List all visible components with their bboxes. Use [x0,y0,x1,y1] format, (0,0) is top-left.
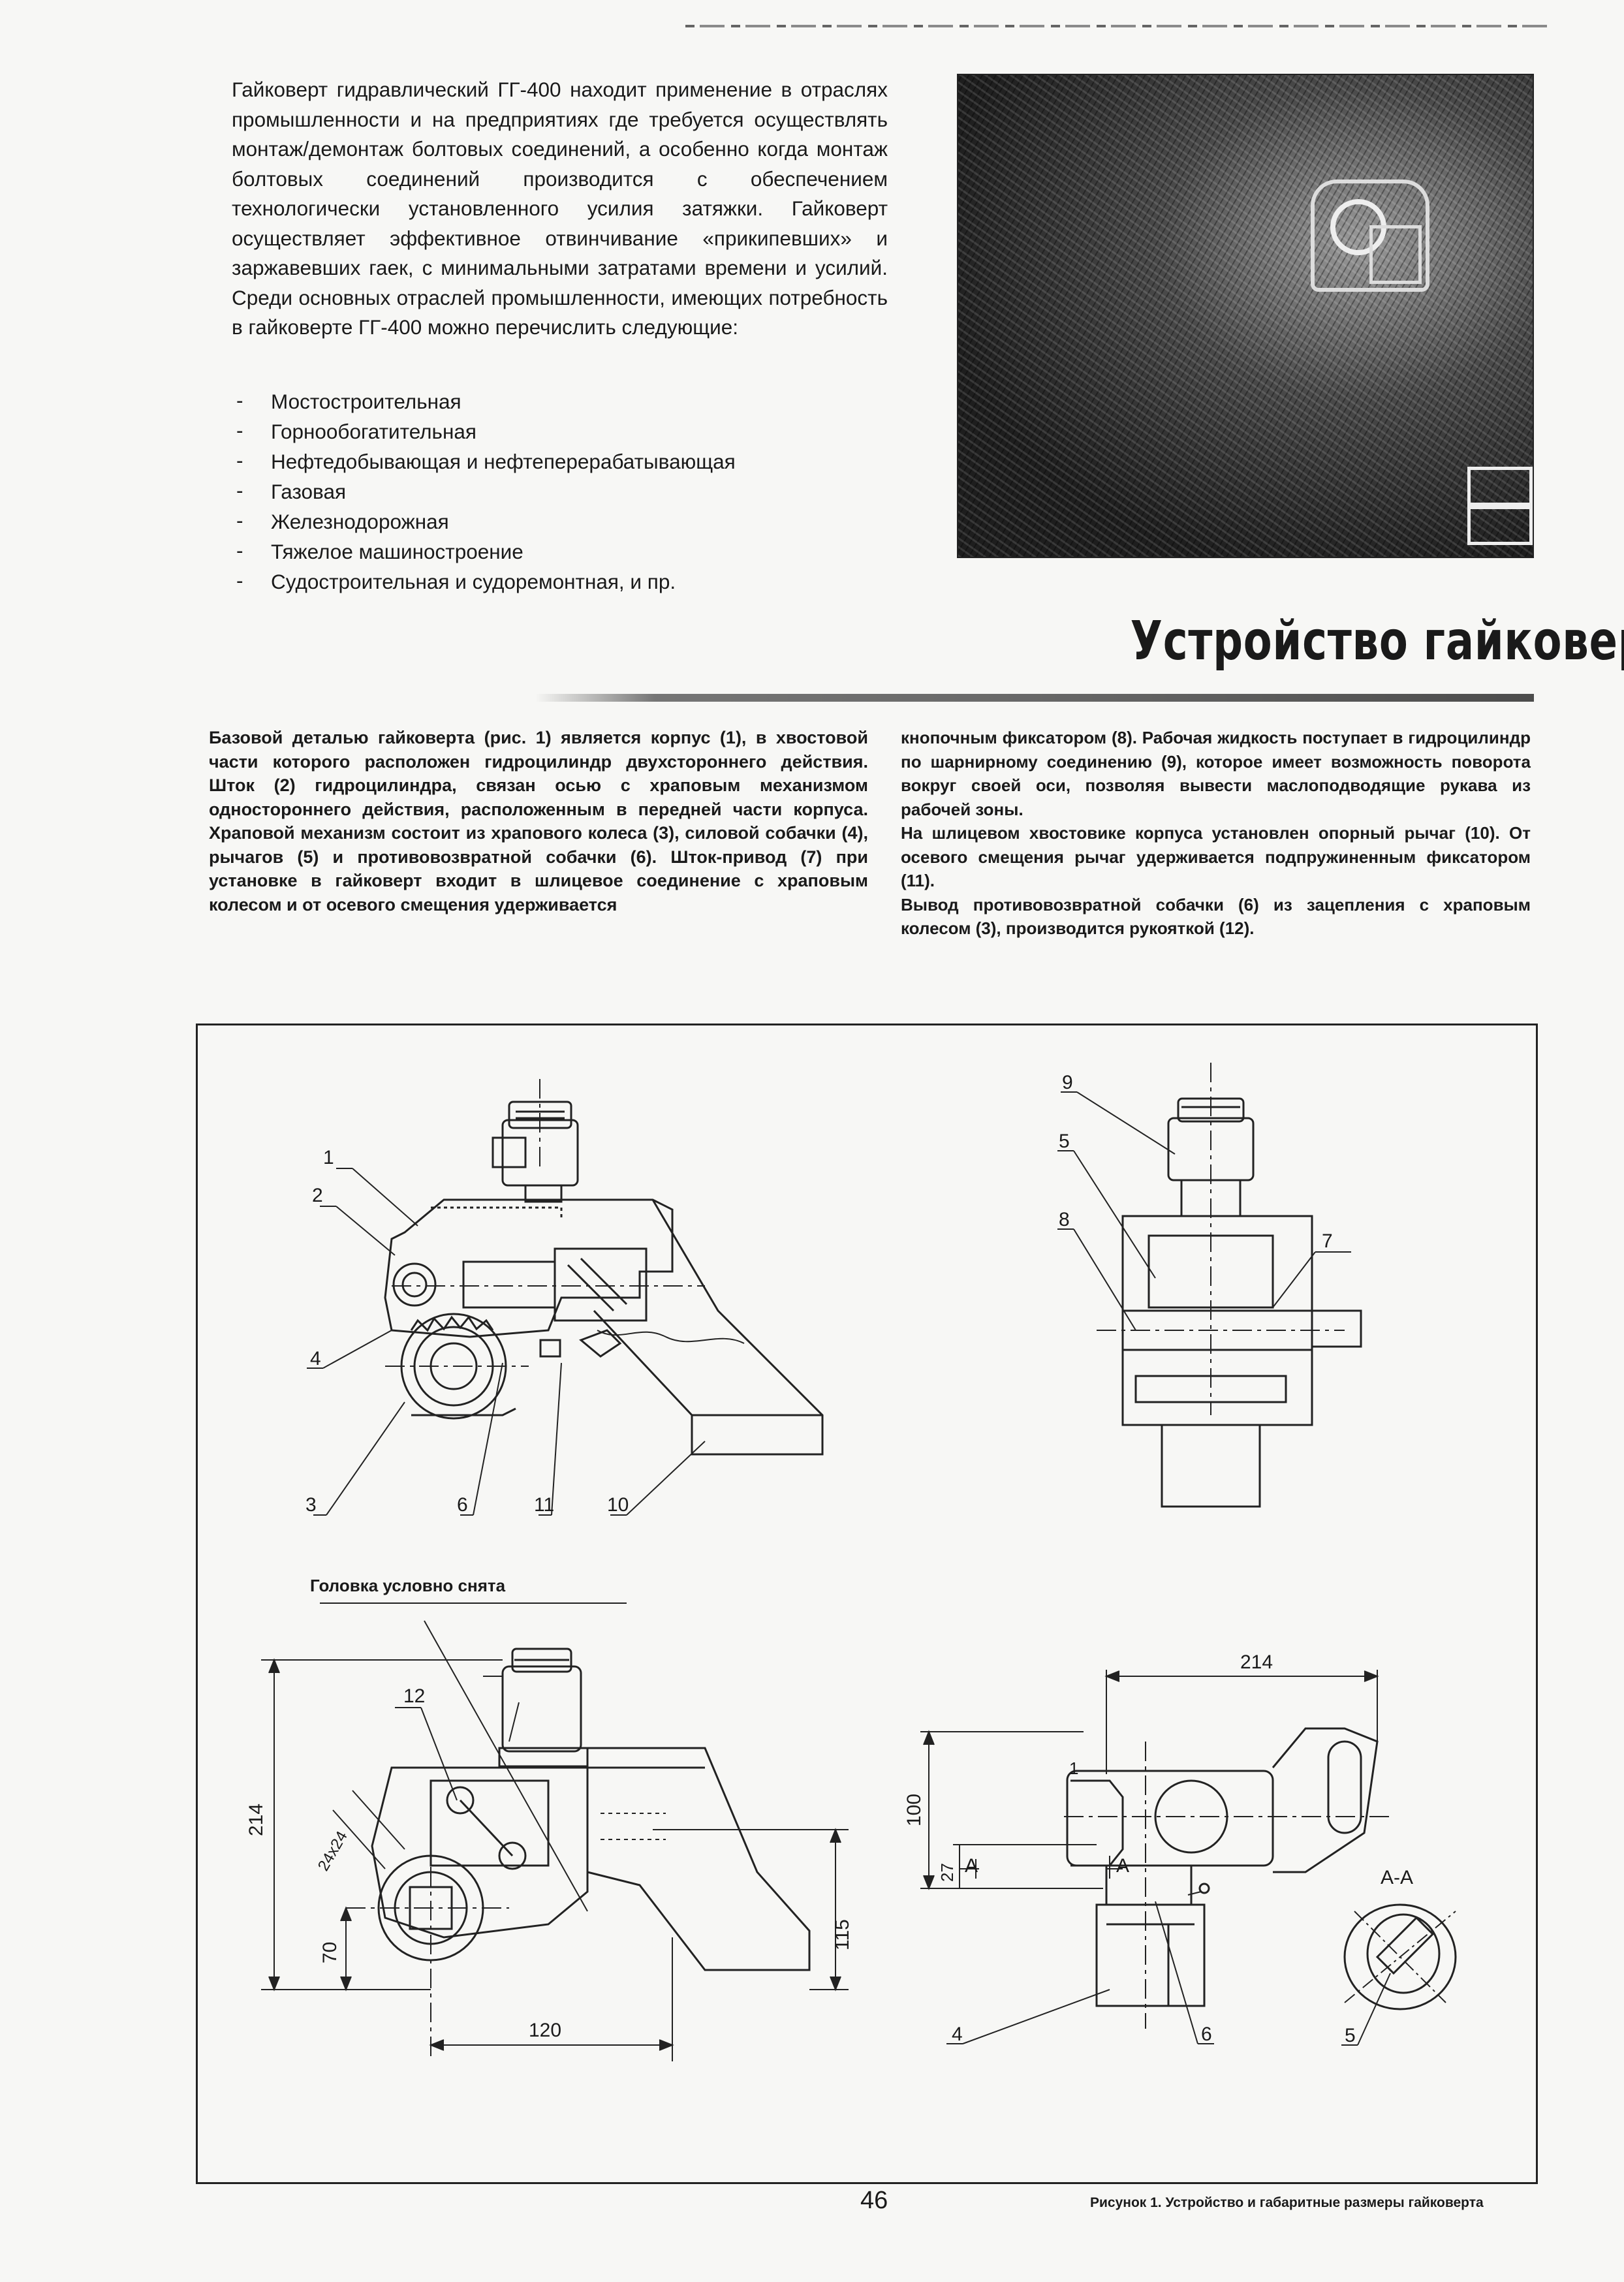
industry-list: Мостостроительная Горнообогатительная Не… [235,385,888,597]
view-dimensions-plan [1064,1727,1457,2029]
callout-label: 1 [1069,1758,1078,1778]
body-paragraph: Вывод противовозвратной собачки (6) из з… [901,894,1531,939]
dimension-label: 24х24 [315,1828,351,1874]
wrench-photo [957,74,1534,558]
list-item: Нефтедобывающая и нефтеперерабатывающая [235,445,888,477]
body-right-column: кнопочным фиксатором (8). Рабочая жидкос… [901,726,1531,941]
callout-label: 7 [1322,1230,1333,1252]
body-paragraph: Базовой деталью гайковерта (рис. 1) явля… [209,728,868,914]
view-side [384,1079,824,1456]
list-item: Тяжелое машиностроение [235,535,888,567]
body-paragraph: кнопочным фиксатором (8). Рабочая жидкос… [901,728,1531,819]
callout-label: 9 [1062,1072,1073,1093]
callout-label: 4 [952,2024,963,2045]
page-number: 46 [860,2187,888,2214]
callout-leader-12 [395,1707,458,1801]
section-heading: Устройство гайковерта [1130,610,1624,672]
dimension-lines-plan [920,1670,1391,2046]
section-title: А-А [1381,1867,1413,1888]
list-item: Судостроительная и судоремонтная, и пр. [235,565,888,597]
dimension-labels-plan: 214 100 27 А А А-А 1 4 6 5 [903,1651,1413,2046]
callout-label: 2 [312,1185,323,1206]
section-marker: А [965,1855,978,1877]
intro-text: Гайковерт гидравлический ГГ-400 находит … [232,75,888,343]
dimension-label: 27 [937,1863,957,1882]
callout-label: 6 [457,1494,468,1516]
dimension-label: 115 [832,1919,853,1950]
callout-label: 11 [534,1494,554,1516]
body-left-column: Базовой деталью гайковерта (рис. 1) явля… [209,726,868,916]
callout-label: 4 [310,1348,321,1369]
callouts-front-view [1057,1091,1351,1331]
callout-labels-side: 1 2 4 3 6 11 10 [305,1147,629,1516]
dimension-label: 70 [319,1942,341,1963]
list-item: Железнодорожная [235,505,888,537]
callout-labels-front: 9 5 8 7 [1059,1072,1333,1252]
figure-caption: Рисунок 1. Устройство и габаритные разме… [1090,2195,1484,2210]
callout-label: 10 [607,1494,629,1516]
intro-paragraph: Гайковерт гидравлический ГГ-400 находит … [232,78,888,339]
callout-label: 5 [1345,2025,1356,2046]
list-item: Газовая [235,475,888,507]
callout-label: 6 [1201,2024,1212,2045]
figure-frame [196,1024,1538,2184]
dimension-label: 214 [1240,1651,1273,1673]
dimension-label: 100 [903,1794,925,1826]
head-removed-note: Головка условно снята [310,1576,506,1595]
callout-label: 5 [1059,1131,1070,1152]
view-dimensions-side [320,1602,811,2061]
body-paragraph: На шлицевом хвостовике корпуса установле… [901,823,1531,890]
heading-rule [535,694,1534,702]
technical-drawing: 1 2 4 3 6 11 10 9 5 8 7 [245,1063,1457,2061]
callouts-side-view [307,1168,706,1516]
section-marker: А [1116,1855,1129,1877]
callout-label: 1 [323,1147,334,1168]
top-rule [685,25,1554,27]
list-item: Мостостроительная [235,385,888,416]
dimension-label: 214 [245,1804,267,1836]
callout-label: 8 [1059,1209,1070,1230]
callout-label: 3 [305,1494,317,1516]
callout-label: 12 [403,1685,425,1707]
view-front [1097,1063,1362,1508]
list-item: Горнообогатительная [235,415,888,446]
dimension-label: 120 [529,2020,561,2041]
dimension-lines-side [261,1658,849,2061]
